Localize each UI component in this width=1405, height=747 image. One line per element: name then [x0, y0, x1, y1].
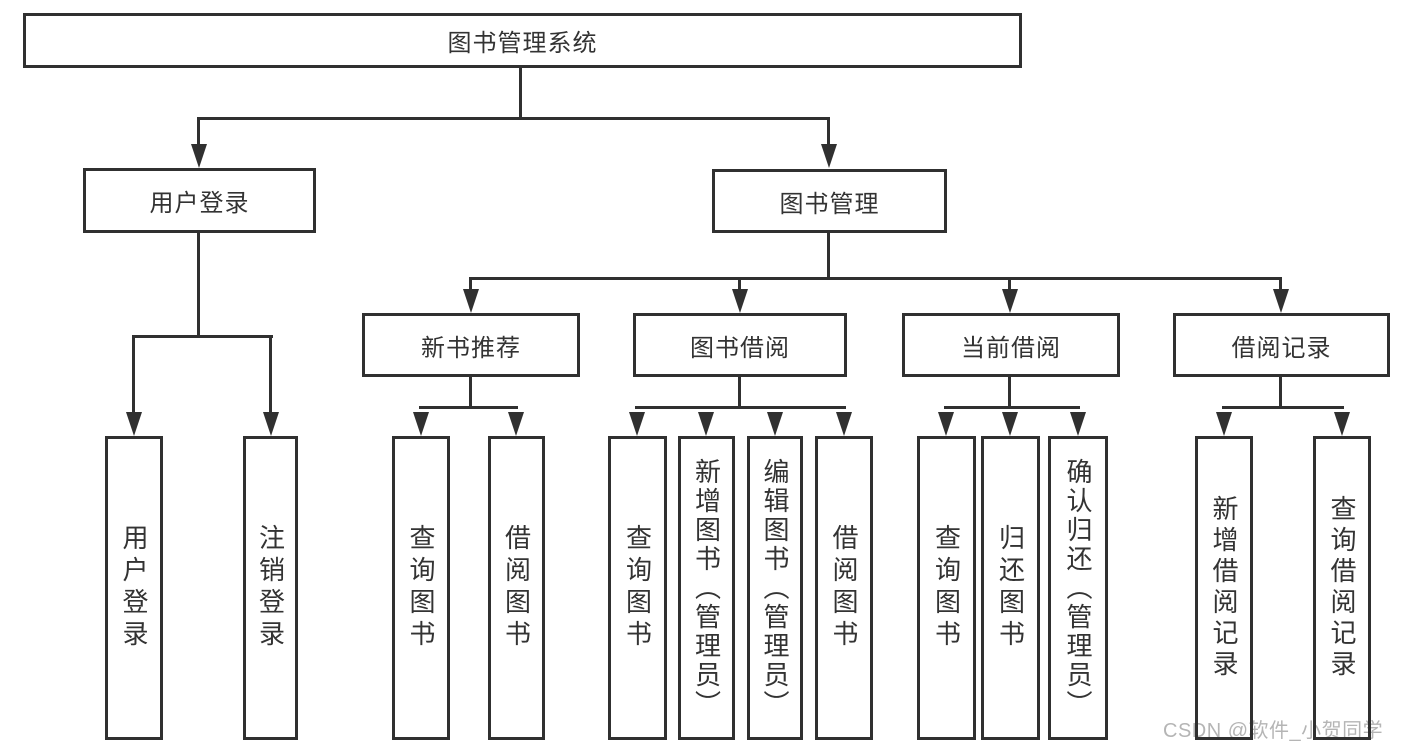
- leaf-borrow-books: 借阅图书: [815, 436, 873, 740]
- leaf-label: 借阅图书: [829, 524, 859, 652]
- leaf-label: 用户登录: [119, 524, 149, 652]
- arrowhead-down-icon: [1334, 412, 1350, 436]
- node-user-login: 用户登录: [83, 168, 316, 233]
- node-book-management: 图书管理: [712, 169, 947, 233]
- arrowhead-down-icon: [767, 412, 783, 436]
- arrowhead-down-icon: [191, 144, 207, 168]
- csdn-watermark: CSDN @软件_小贺同学: [1163, 720, 1384, 742]
- connector-line: [197, 117, 200, 146]
- connector-line: [269, 335, 272, 412]
- connector-line: [419, 406, 518, 409]
- arrowhead-down-icon: [938, 412, 954, 436]
- leaf-label: 注销登录: [255, 524, 286, 652]
- leaf-label: 新增图书（管理员）: [691, 457, 722, 719]
- node-label: 图书借阅: [690, 334, 790, 362]
- leaf-label: 查询图书: [931, 524, 962, 652]
- arrowhead-down-icon: [508, 412, 524, 436]
- node-label: 借阅记录: [1231, 334, 1332, 362]
- arrowhead-down-icon: [629, 412, 645, 436]
- leaf-borrow-books-recommend: 借阅图书: [488, 436, 545, 740]
- arrowhead-down-icon: [821, 144, 837, 168]
- leaf-logout: 注销登录: [243, 436, 298, 740]
- leaf-query-borrow-record: 查询借阅记录: [1313, 436, 1371, 740]
- connector-line: [197, 117, 830, 120]
- leaf-label: 查询借阅记录: [1327, 495, 1357, 681]
- arrowhead-down-icon: [1002, 412, 1018, 436]
- connector-line: [827, 233, 830, 279]
- connector-line: [1279, 277, 1282, 291]
- connector-line: [635, 406, 846, 409]
- leaf-label: 归还图书: [995, 524, 1026, 652]
- connector-line: [469, 277, 472, 291]
- connector-line: [944, 406, 1080, 409]
- node-label: 新书推荐: [421, 334, 521, 362]
- arrowhead-down-icon: [126, 412, 142, 436]
- arrowhead-down-icon: [698, 412, 714, 436]
- node-new-book-recommend: 新书推荐: [362, 313, 580, 377]
- connector-line: [1008, 277, 1011, 291]
- leaf-label: 查询图书: [406, 524, 436, 652]
- connector-line: [738, 277, 741, 291]
- leaf-query-books-borrow: 查询图书: [608, 436, 667, 740]
- arrowhead-down-icon: [836, 412, 852, 436]
- leaf-add-books-admin: 新增图书（管理员）: [678, 436, 735, 740]
- arrowhead-down-icon: [1002, 289, 1018, 313]
- connector-line: [132, 335, 135, 412]
- leaf-return-books: 归还图书: [981, 436, 1040, 740]
- leaf-add-borrow-record: 新增借阅记录: [1195, 436, 1253, 740]
- arrowhead-down-icon: [1273, 289, 1289, 313]
- connector-line: [738, 377, 741, 408]
- connector-line: [197, 233, 200, 337]
- arrowhead-down-icon: [463, 289, 479, 313]
- connector-line: [132, 335, 273, 338]
- leaf-label: 确认归还（管理员）: [1063, 457, 1093, 719]
- leaf-edit-books-admin: 编辑图书（管理员）: [747, 436, 803, 740]
- connector-line: [1222, 406, 1344, 409]
- arrowhead-down-icon: [1070, 412, 1086, 436]
- node-label: 当前借阅: [961, 334, 1061, 362]
- node-label: 用户登录: [149, 190, 250, 217]
- connector-line: [1008, 377, 1011, 408]
- node-borrow-records: 借阅记录: [1173, 313, 1390, 377]
- node-label: 图书管理: [779, 190, 880, 218]
- leaf-label: 借阅图书: [501, 524, 532, 652]
- connector-line: [827, 117, 830, 146]
- connector-line: [1279, 377, 1282, 408]
- leaf-query-books-recommend: 查询图书: [392, 436, 450, 740]
- arrowhead-down-icon: [732, 289, 748, 313]
- leaf-label: 查询图书: [622, 524, 653, 652]
- arrowhead-down-icon: [413, 412, 429, 436]
- arrowhead-down-icon: [263, 412, 279, 436]
- arrowhead-down-icon: [1216, 412, 1232, 436]
- leaf-user-login: 用户登录: [105, 436, 163, 740]
- node-book-borrow: 图书借阅: [633, 313, 847, 377]
- leaf-label: 编辑图书（管理员）: [760, 457, 790, 719]
- connector-line: [469, 277, 1282, 280]
- leaf-confirm-return-admin: 确认归还（管理员）: [1048, 436, 1108, 740]
- connector-line: [519, 67, 522, 119]
- node-current-borrow: 当前借阅: [902, 313, 1120, 377]
- node-library-management-system: 图书管理系统: [23, 13, 1022, 68]
- leaf-query-books-current: 查询图书: [917, 436, 976, 740]
- connector-line: [469, 377, 472, 408]
- node-label: 图书管理系统: [447, 30, 598, 57]
- leaf-label: 新增借阅记录: [1209, 495, 1239, 681]
